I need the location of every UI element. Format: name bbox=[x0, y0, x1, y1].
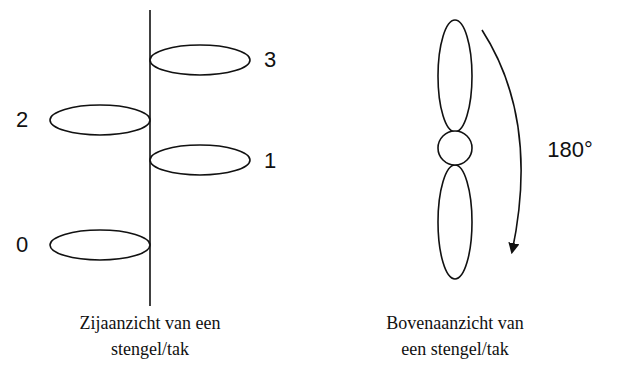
callout-number: 1 bbox=[264, 148, 276, 174]
leaf bbox=[50, 230, 150, 260]
callout-number: 2 bbox=[16, 107, 28, 133]
leaf bbox=[150, 45, 250, 75]
caption-text: Zijaanzicht van een stengel/tak bbox=[75, 310, 225, 362]
callout-number: 0 bbox=[16, 232, 28, 258]
callout-number: 3 bbox=[264, 47, 276, 73]
leaf bbox=[50, 105, 150, 135]
angle-label: 180° bbox=[547, 137, 593, 163]
rotation-arrow bbox=[482, 30, 521, 252]
leaf-top bbox=[438, 165, 472, 279]
leaf bbox=[150, 145, 250, 175]
leaf-top bbox=[438, 20, 472, 132]
caption-text: Bovenaanzicht van een stengel/tak bbox=[373, 310, 538, 362]
stem-top bbox=[438, 131, 472, 165]
